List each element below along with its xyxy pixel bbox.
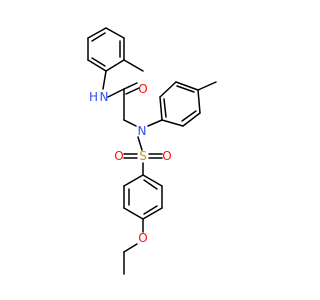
bond bbox=[197, 81, 217, 91]
bond bbox=[142, 207, 163, 220]
bond-inner bbox=[91, 57, 106, 67]
bond bbox=[107, 88, 125, 98]
sulfur-atom: S bbox=[139, 149, 147, 163]
bond-inner bbox=[163, 98, 167, 118]
bond bbox=[147, 119, 163, 127]
bond bbox=[197, 89, 201, 114]
bond-inner bbox=[91, 32, 106, 42]
amide-nitrogen: N bbox=[100, 90, 109, 104]
bond bbox=[161, 119, 184, 127]
bond bbox=[142, 174, 163, 187]
bond bbox=[87, 59, 107, 72]
bond bbox=[125, 87, 140, 95]
bond bbox=[87, 27, 107, 39]
bond bbox=[175, 81, 199, 91]
bond bbox=[105, 59, 125, 72]
bond bbox=[102, 70, 107, 90]
atom-labels: H N O N S O O O bbox=[89, 82, 172, 245]
bond bbox=[123, 82, 138, 90]
amide-oxygen: O bbox=[138, 82, 147, 96]
bond bbox=[123, 119, 137, 127]
sulfonamide-nitrogen: N bbox=[138, 124, 147, 138]
bond-inner bbox=[143, 179, 158, 190]
bond bbox=[159, 96, 163, 121]
bond bbox=[105, 27, 125, 39]
ether-oxygen: O bbox=[138, 231, 147, 245]
amide-nh-hydrogen: H bbox=[89, 90, 98, 104]
molecule-structure: H N O N S O O O bbox=[87, 27, 217, 275]
bond bbox=[123, 207, 144, 220]
bond-lines bbox=[87, 27, 217, 275]
bond bbox=[123, 174, 144, 187]
sulfonyl-oxygen-left: O bbox=[114, 149, 123, 163]
bond-inner bbox=[143, 205, 158, 215]
bond bbox=[137, 136, 143, 151]
bond bbox=[182, 112, 201, 127]
bond bbox=[123, 59, 144, 72]
sulfonyl-oxygen-right: O bbox=[162, 149, 171, 163]
bond bbox=[123, 243, 138, 253]
bond-inner bbox=[176, 85, 195, 93]
bond bbox=[159, 81, 177, 98]
bond-inner bbox=[181, 110, 197, 122]
